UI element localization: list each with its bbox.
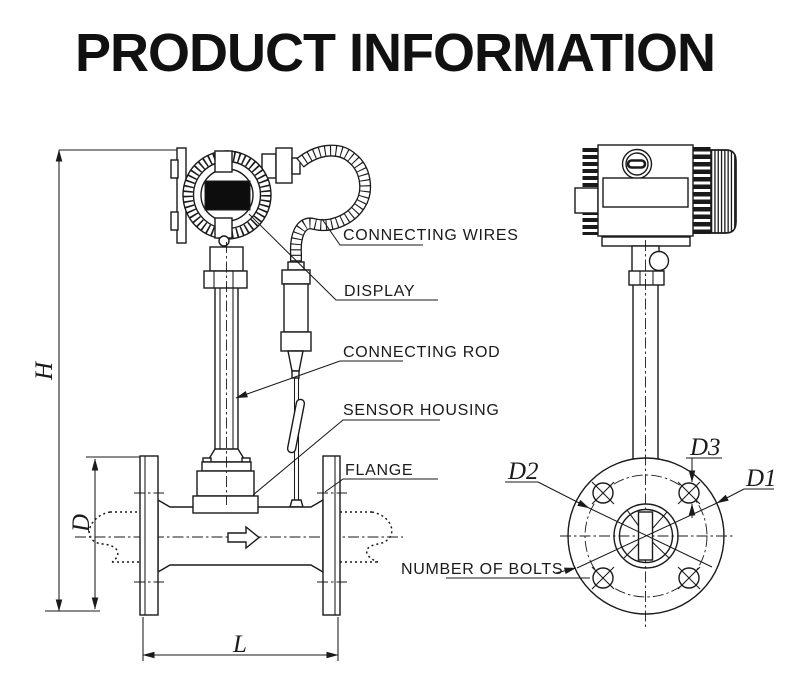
dimension-l: L	[142, 617, 339, 661]
end-view: D2 D3 D1 NUMBER OF BOLTS	[401, 144, 777, 628]
label-display: DISPLAY	[344, 283, 415, 300]
knob-slot	[626, 159, 647, 169]
dimension-label-h: H	[31, 360, 58, 381]
sensor-housing-lower	[192, 495, 259, 514]
probe-fitting	[280, 261, 312, 508]
dimension-label-l: L	[232, 631, 247, 658]
page-title: PRODUCT INFORMATION	[75, 23, 716, 83]
front-view: H D L	[31, 147, 519, 661]
bolt-holes	[591, 481, 701, 590]
name-plate	[602, 177, 689, 208]
pipe-body	[75, 242, 403, 616]
front-view-labels: CONNECTING WIRES DISPLAY CONNECTING ROD …	[235, 213, 519, 496]
transmitter-head-side	[574, 144, 737, 459]
sensor-housing-upper	[196, 470, 255, 497]
pipe-break-lines	[88, 511, 393, 563]
connecting-rod-assembly	[201, 235, 252, 472]
dimension-label-d3: D3	[689, 434, 721, 461]
flange-left	[139, 455, 159, 616]
dimension-d: D	[68, 456, 144, 610]
dimension-label-d: D	[68, 514, 95, 533]
flow-direction-arrow	[227, 525, 261, 550]
label-number-of-bolts: NUMBER OF BOLTS	[401, 561, 563, 578]
label-connecting-wires: CONNECTING WIRES	[343, 227, 519, 244]
dimension-h: H	[31, 149, 177, 612]
dimension-label-d2: D2	[507, 458, 539, 485]
end-view-labels: D2 D3 D1 NUMBER OF BOLTS	[401, 434, 777, 579]
pivot-ball	[648, 250, 670, 272]
label-connecting-rod: CONNECTING ROD	[343, 344, 500, 361]
label-flange: FLANGE	[345, 462, 413, 479]
sensor-blade	[286, 398, 306, 454]
label-sensor-housing: SENSOR HOUSING	[343, 402, 500, 419]
flange-right	[322, 455, 341, 616]
dimension-label-d1: D1	[745, 465, 777, 492]
transmitter-head	[170, 147, 301, 244]
display-screen	[204, 180, 251, 211]
